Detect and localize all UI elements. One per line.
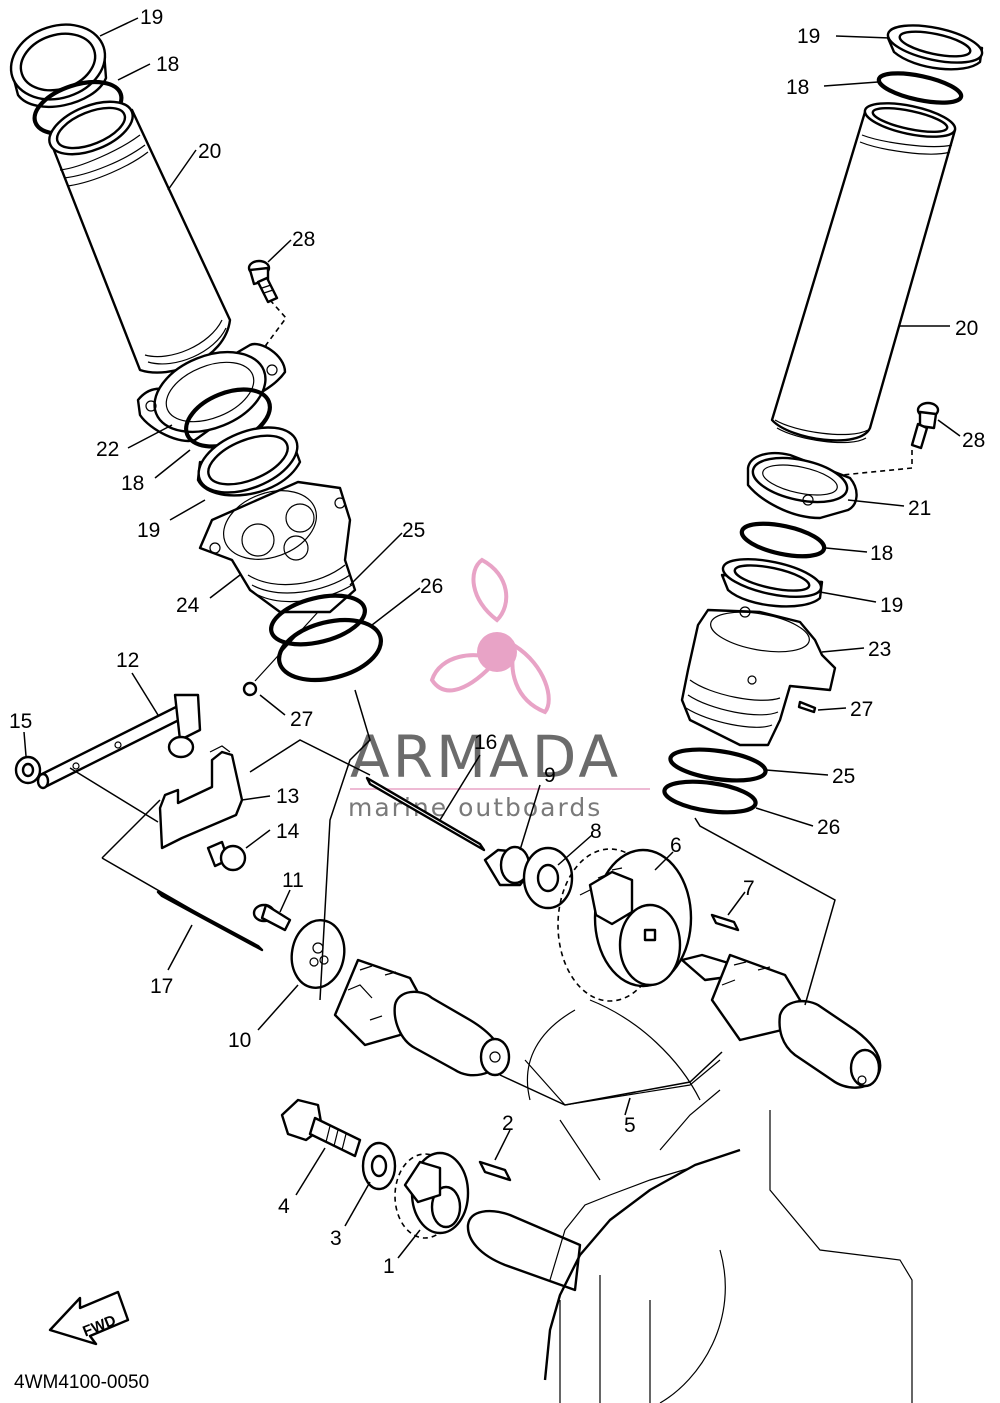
callout-2: 2 <box>502 1112 514 1135</box>
callout-4: 4 <box>278 1195 290 1218</box>
part-15-washer <box>14 755 42 785</box>
callout-28-left: 28 <box>292 228 315 251</box>
callout-12: 12 <box>116 649 139 672</box>
part-10-plate <box>290 919 346 989</box>
callout-18-left-mid: 18 <box>121 472 144 495</box>
watermark-logo: ARMADA marine outboards <box>348 557 650 822</box>
watermark-brand: ARMADA <box>350 723 621 791</box>
part-16-rod <box>365 776 486 852</box>
forward-arrow-icon <box>48 1290 130 1346</box>
callout-17: 17 <box>150 975 173 998</box>
diagram-code: 4WM4100-0050 <box>14 1372 149 1393</box>
part-18-oring-right-top <box>876 71 964 105</box>
callout-18-right-top: 18 <box>786 76 809 99</box>
callout-5: 5 <box>624 1114 636 1137</box>
part-20-cylinder-right <box>770 102 957 444</box>
part-19-seal-left-mid <box>196 426 302 497</box>
part-4-bolt <box>280 1098 362 1158</box>
callout-19-right-top: 19 <box>797 25 820 48</box>
callout-11: 11 <box>282 869 304 892</box>
part-5-camshaft-left <box>333 958 511 1077</box>
callout-26-left: 26 <box>420 575 443 598</box>
part-22-flange-left <box>136 342 287 443</box>
callout-9: 9 <box>544 764 556 787</box>
part-11-screw <box>252 903 292 932</box>
callout-19-left-mid: 19 <box>137 519 160 542</box>
callout-14: 14 <box>276 820 300 843</box>
forward-indicator: FWD <box>48 1290 130 1346</box>
callout-16: 16 <box>474 731 497 754</box>
callout-6: 6 <box>670 834 682 857</box>
callout-22-left: 22 <box>96 438 119 461</box>
part-23-housing-right <box>680 606 837 747</box>
callout-labels: 19 18 20 28 22 18 19 24 25 26 27 12 15 1… <box>9 6 985 1278</box>
part-19-seal-left-top <box>9 23 108 109</box>
part-27-pin-left <box>242 681 258 697</box>
part-7-key <box>710 913 740 932</box>
part-27-pin-right <box>797 700 817 714</box>
callout-13: 13 <box>276 785 299 808</box>
callout-20-right: 20 <box>955 317 978 340</box>
crankshaft-block-outline <box>466 999 913 1403</box>
part-1-sprocket <box>394 1151 470 1239</box>
callout-19-left-top: 19 <box>140 6 163 29</box>
part-25-oring-left <box>269 593 367 647</box>
part-26-oring-left <box>276 617 384 683</box>
callout-20-left: 20 <box>198 140 221 163</box>
callout-27-right: 27 <box>850 698 873 721</box>
part-8-washer <box>522 846 574 910</box>
part-2-key <box>478 1160 512 1182</box>
part-28-bolt-left <box>247 259 279 304</box>
callout-15: 15 <box>9 710 32 733</box>
callout-25-right: 25 <box>832 765 855 788</box>
part-26-oring-right <box>662 779 758 815</box>
part-3-washer <box>361 1141 397 1191</box>
callout-28-right: 28 <box>962 429 985 452</box>
callout-10: 10 <box>228 1029 251 1052</box>
part-14-screw <box>206 840 247 872</box>
callout-leaders <box>23 17 961 1259</box>
part-24-housing-left <box>198 480 357 614</box>
callout-19-right-mid: 19 <box>880 594 903 617</box>
part-19-seal-right-mid <box>720 558 824 608</box>
callout-8: 8 <box>590 820 602 843</box>
watermark-tagline: marine outboards <box>348 793 602 822</box>
part-6-cam-pulley <box>557 848 693 1002</box>
callout-23-right: 23 <box>868 638 891 661</box>
propeller-icon <box>429 557 551 715</box>
callout-26-right: 26 <box>817 816 840 839</box>
part-21-flange-right <box>746 451 858 520</box>
part-19-seal-right-top <box>886 24 984 71</box>
part-13-bracket <box>158 745 244 850</box>
callout-21-right: 21 <box>908 497 931 520</box>
part-5-camshaft-right <box>680 953 882 1089</box>
part-28-bolt-right <box>910 401 940 450</box>
part-20-cylinder-left <box>48 100 232 374</box>
callout-18-right-mid: 18 <box>870 542 893 565</box>
callout-1: 1 <box>383 1255 395 1278</box>
callout-27-left: 27 <box>290 708 313 731</box>
callout-24-left: 24 <box>176 594 200 617</box>
part-25-oring-right <box>668 747 768 783</box>
callout-18-left-top: 18 <box>156 53 179 76</box>
callout-25-left: 25 <box>402 519 425 542</box>
part-18-oring-right-mid <box>739 521 827 559</box>
callout-7: 7 <box>743 877 755 900</box>
part-12-shift-shaft <box>36 693 202 790</box>
callout-3: 3 <box>330 1227 342 1250</box>
